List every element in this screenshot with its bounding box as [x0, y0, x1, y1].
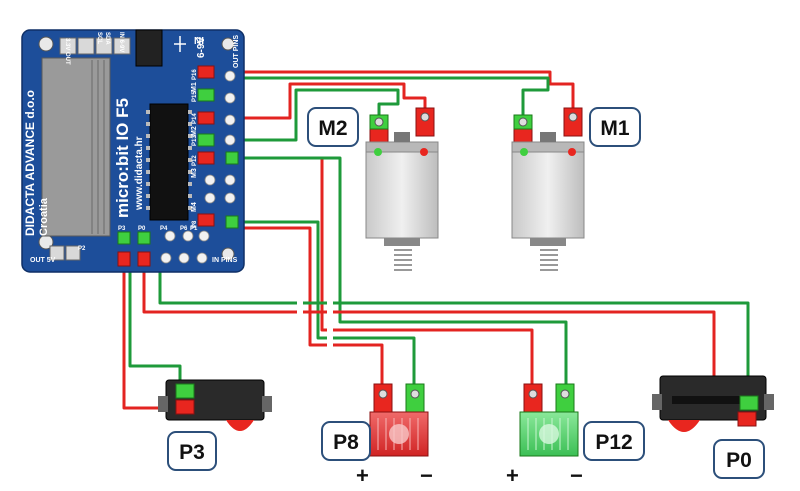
p8-plus: +	[356, 463, 369, 488]
board-scl: SCL	[96, 32, 102, 44]
svg-text:M3: M3	[191, 168, 198, 178]
svg-text:M1: M1	[191, 82, 198, 92]
wire-m2-green	[214, 88, 400, 142]
svg-text:P8: P8	[333, 431, 359, 454]
p12-minus: −	[570, 463, 583, 488]
svg-text:P2: P2	[78, 246, 86, 252]
wire-p12-green	[232, 156, 568, 385]
dc-jack	[135, 29, 163, 67]
svg-text:P8: P8	[192, 220, 198, 228]
label-p3: P3	[167, 431, 217, 471]
svg-text:M2: M2	[191, 126, 198, 136]
svg-text:P6: P6	[180, 226, 188, 232]
svg-text:P0: P0	[726, 449, 752, 472]
board-in-pin-labels: P3 P0 P4 P6 P2 P1	[78, 226, 198, 252]
polarity-signs: + − + −	[356, 463, 583, 488]
svg-text:P3: P3	[118, 226, 126, 232]
svg-text:P14: P14	[192, 113, 198, 124]
in-pin-connectors	[117, 231, 151, 267]
wire-m2-red	[214, 82, 427, 120]
svg-text:P3: P3	[179, 441, 205, 464]
board-power-in: IN 6-9V	[118, 32, 124, 52]
label-m2: M2	[307, 107, 359, 147]
svg-text:M4: M4	[191, 202, 198, 212]
svg-text:P13: P13	[192, 135, 198, 146]
motor-m2	[365, 107, 439, 271]
sensor-p3	[158, 379, 272, 431]
p12-plus: +	[506, 463, 519, 488]
out-pin-connectors	[197, 65, 239, 229]
wire-m1-red	[214, 70, 575, 115]
board-website: www.didacta.hr	[134, 136, 145, 211]
ic-chip	[146, 103, 192, 221]
svg-text:M1: M1	[600, 117, 629, 140]
label-m1: M1	[589, 107, 641, 147]
p8-minus: −	[420, 463, 433, 488]
wire-gaps	[297, 298, 333, 350]
board-in-pins: IN PINS	[212, 257, 238, 264]
svg-text:P1: P1	[190, 226, 198, 232]
board-out-pins: OUT PINS	[233, 35, 240, 68]
board-ni: NI	[194, 36, 204, 47]
svg-text:P0: P0	[138, 226, 146, 232]
bottom-terminal	[49, 245, 81, 261]
board-3v3-out: 3.3V OUT	[64, 38, 70, 65]
svg-text:P16: P16	[192, 69, 198, 80]
led-p8	[369, 383, 429, 457]
board-country: Croatia	[38, 197, 50, 236]
board-labels: DIDACTA ADVANCE d.o.o Croatia micro:bit …	[23, 32, 240, 264]
microbit-io-board	[21, 29, 245, 273]
ni-icon	[174, 36, 186, 52]
board-5v-out: OUT 5V	[30, 257, 56, 264]
svg-text:P15: P15	[192, 91, 198, 102]
board-company: DIDACTA ADVANCE d.o.o	[23, 90, 37, 236]
board-out-pin-labels: P16 P15 P14 P13 P12 P8	[192, 69, 198, 228]
svg-text:P12: P12	[192, 155, 198, 166]
sensor-p0	[652, 375, 774, 432]
wire-p3-green	[128, 240, 182, 392]
board-motor-labels: M1 M2 M3 M4	[191, 82, 198, 212]
label-p12: P12	[583, 421, 645, 461]
board-voltage: 6-9V	[196, 37, 207, 58]
header-dots	[160, 70, 236, 264]
label-p8: P8	[321, 421, 371, 461]
board-sda: SDA	[104, 32, 110, 45]
wire-p8-red	[214, 226, 384, 385]
top-terminal-block	[59, 37, 131, 55]
microbit-slot	[41, 57, 111, 237]
motor-m1	[511, 107, 585, 271]
svg-text:P4: P4	[160, 226, 168, 232]
led-p12	[519, 383, 579, 457]
wire-p0-green	[158, 240, 750, 398]
svg-text:P12: P12	[595, 431, 632, 454]
board-product: micro:bit IO F5	[113, 98, 132, 218]
svg-text:M2: M2	[318, 117, 347, 140]
label-p0: P0	[713, 439, 765, 479]
wire-p8-green	[232, 220, 416, 385]
